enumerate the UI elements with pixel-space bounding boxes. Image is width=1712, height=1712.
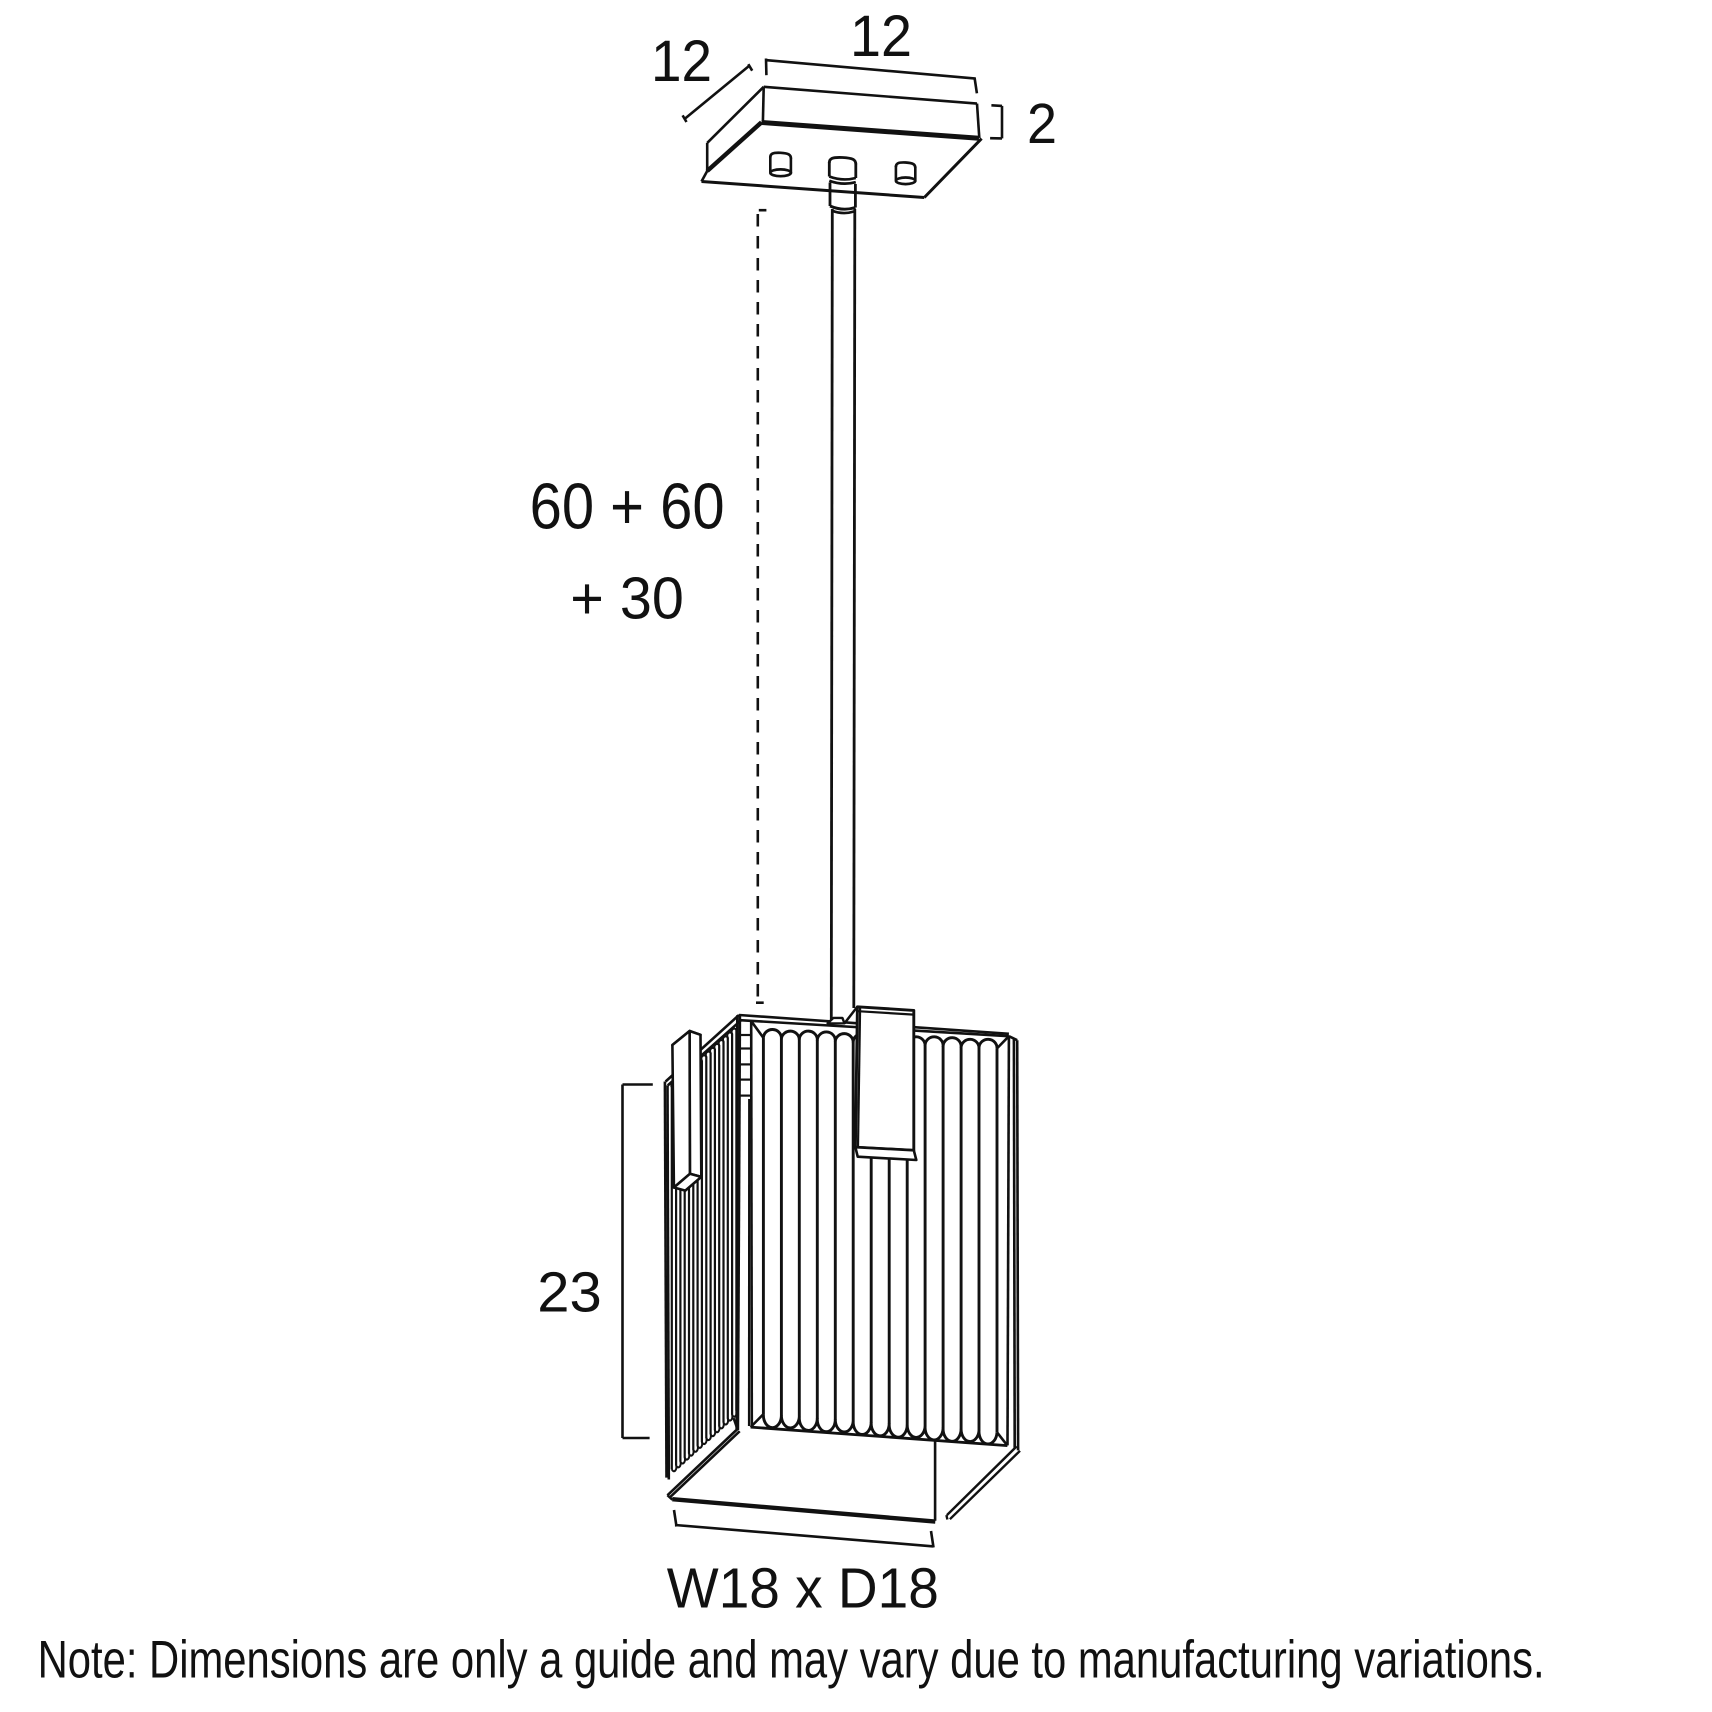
svg-text:23: 23 (537, 1261, 602, 1324)
svg-text:60 + 60: 60 + 60 (530, 470, 725, 543)
svg-text:W18 x D18: W18 x D18 (667, 1557, 939, 1621)
svg-text:12: 12 (651, 29, 712, 94)
svg-text:12: 12 (850, 4, 912, 69)
svg-text:Note: Dimensions are only a gu: Note: Dimensions are only a guide and ma… (38, 1631, 1545, 1690)
svg-text:2: 2 (1027, 92, 1057, 156)
svg-text:+ 30: + 30 (570, 566, 684, 632)
